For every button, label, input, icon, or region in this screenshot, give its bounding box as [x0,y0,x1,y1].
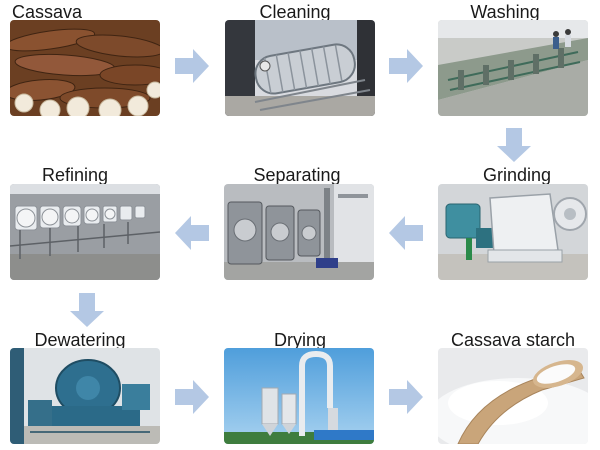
flash-dryer-image [224,348,374,444]
step-label-refining: Refining [41,165,109,185]
step-label-dewatering: Dewatering [34,330,126,350]
step-label-washing: Washing [470,2,540,22]
centrifugal-sieve-image [224,184,374,280]
photo-grinding [438,184,588,280]
photo-washing [438,20,588,116]
arrow-left-2 [175,216,209,250]
arrow-down-left [70,293,104,327]
photo-cassava-starch [438,348,588,444]
arrow-left-1 [389,216,423,250]
arrow-right-4 [389,380,423,414]
photo-drying [224,348,374,444]
grinder-machine-image [438,184,588,280]
arrow-right-3 [175,380,209,414]
photo-separating [224,184,374,280]
photo-cleaning [225,20,375,116]
step-label-cleaning: Cleaning [259,2,331,22]
arrow-right-1 [175,49,209,83]
photo-refining [10,184,160,280]
step-label-cassava: Cassava [12,2,83,22]
refining-sieves-image [10,184,160,280]
photo-cassava [10,20,160,116]
starch-powder-image [438,348,588,444]
step-label-cassava-starch: Cassava starch [450,330,576,350]
photo-dewatering [10,348,160,444]
step-label-separating: Separating [253,165,341,185]
step-label-drying: Drying [273,330,326,350]
rotary-drum-cleaner-image [225,20,375,116]
cassava-roots-image [10,20,160,116]
step-label-grinding: Grinding [482,165,552,185]
washing-machine-image [438,20,588,116]
arrow-right-2 [389,49,423,83]
arrow-down-right [497,128,531,162]
dewatering-centrifuge-image [10,348,160,444]
